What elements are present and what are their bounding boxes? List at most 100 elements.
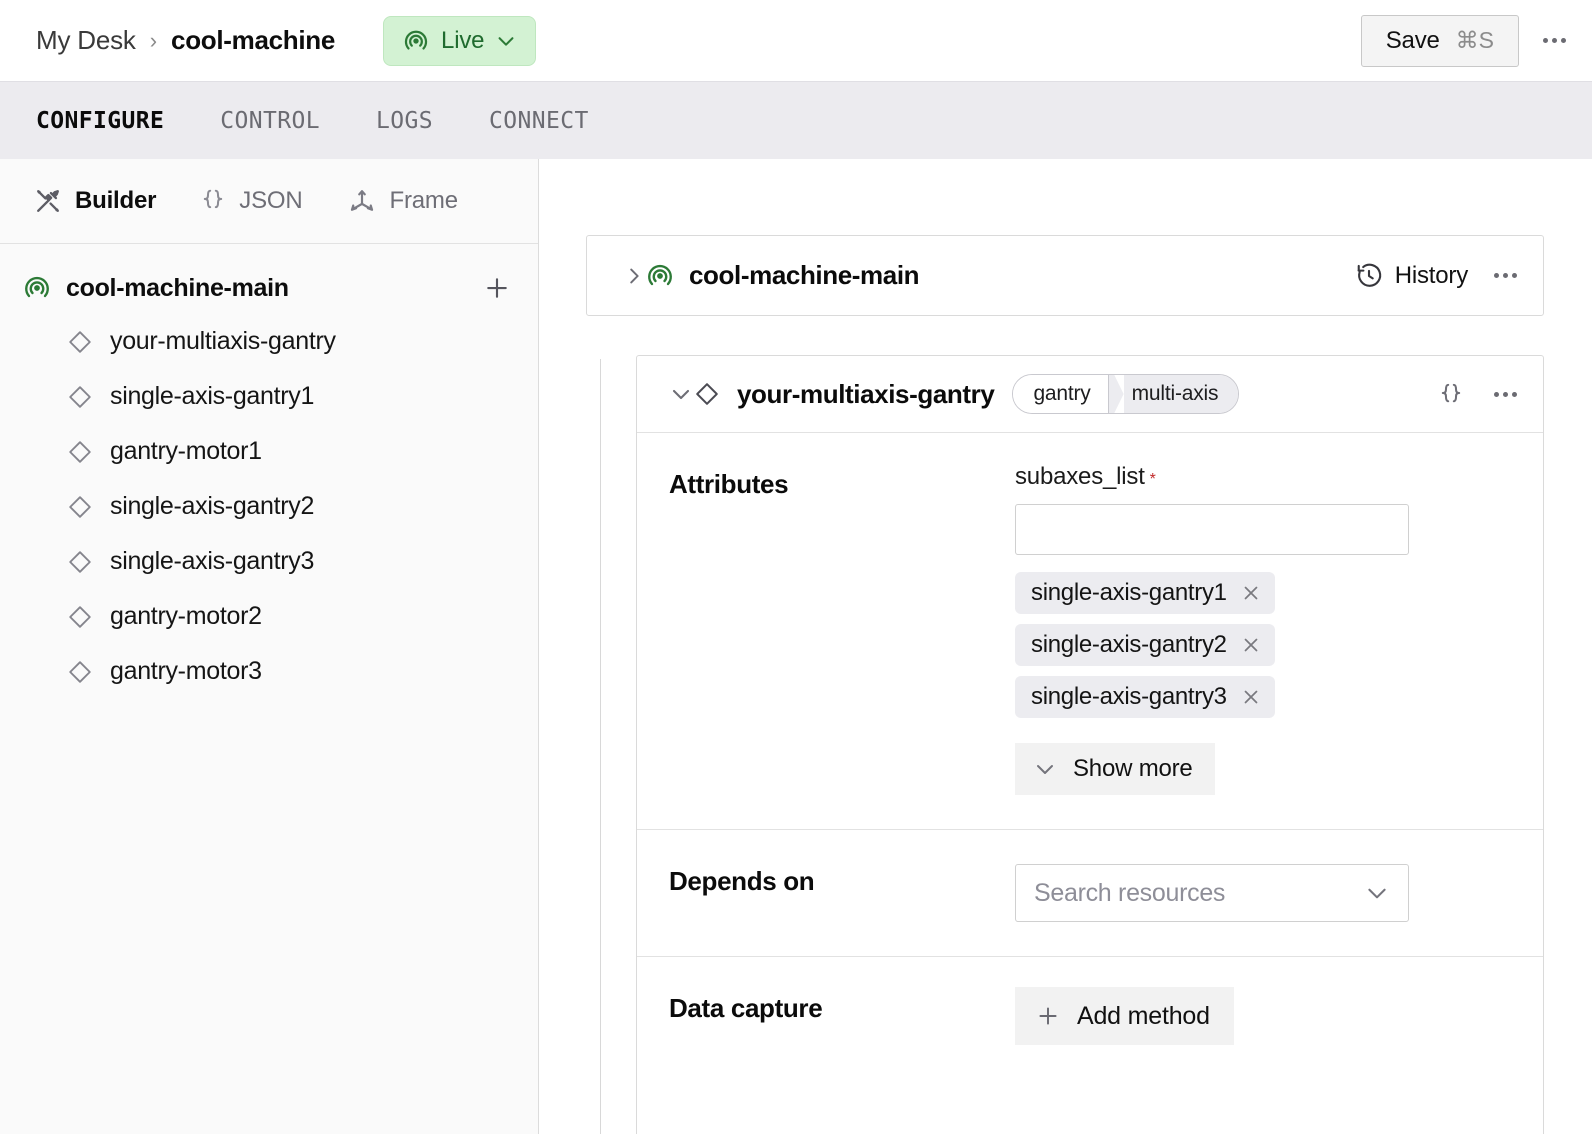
subaxes-list-field-label: subaxes_list* <box>1015 463 1511 491</box>
more-options-icon[interactable] <box>1539 30 1570 51</box>
sidebar-item-label: your-multiaxis-gantry <box>110 327 336 355</box>
depends-on-body: Search resources <box>1015 830 1543 956</box>
more-options-icon[interactable] <box>1490 265 1521 286</box>
chevron-down-icon[interactable] <box>669 382 693 406</box>
sidebar-item-label: gantry-motor1 <box>110 437 262 465</box>
braces-icon[interactable] <box>1438 380 1464 408</box>
show-more-label: Show more <box>1073 755 1193 782</box>
history-button[interactable]: History <box>1355 262 1468 290</box>
add-method-button[interactable]: Add method <box>1015 987 1234 1045</box>
sidebar-view-builder-label: Builder <box>75 187 157 214</box>
diamond-icon <box>66 548 94 576</box>
add-resource-icon[interactable] <box>480 271 514 305</box>
tree-root-machine[interactable]: cool-machine-main <box>0 262 538 314</box>
required-marker: * <box>1149 471 1156 488</box>
tab-control[interactable]: CONTROL <box>220 107 320 134</box>
broadcast-icon <box>402 27 430 55</box>
sidebar-item-label: single-axis-gantry2 <box>110 492 315 520</box>
resource-card-actions <box>1438 380 1521 408</box>
subaxes-chip-list: single-axis-gantry1 single-axis-gantry2 … <box>1015 572 1511 718</box>
close-icon[interactable] <box>1240 634 1262 656</box>
breadcrumb-root-link[interactable]: My Desk <box>36 25 136 55</box>
tab-configure[interactable]: CONFIGURE <box>36 107 165 134</box>
chevron-down-icon <box>1364 880 1390 906</box>
sidebar-item-gantry-motor3[interactable]: gantry-motor3 <box>0 644 538 699</box>
chip-label: single-axis-gantry1 <box>1031 579 1227 606</box>
chip-single-axis-gantry2[interactable]: single-axis-gantry2 <box>1015 624 1275 666</box>
live-status-badge[interactable]: Live <box>383 15 537 66</box>
resource-tree: cool-machine-main your-multiaxis-gantry … <box>0 244 538 699</box>
resource-card-header: your-multiaxis-gantry gantry multi-axis <box>637 356 1543 433</box>
sidebar-view-json-label: JSON <box>239 187 303 214</box>
breadcrumb: My Desk › cool-machine <box>36 25 335 56</box>
tab-connect[interactable]: CONNECT <box>488 107 589 134</box>
sidebar-view-frame-label: Frame <box>389 187 459 214</box>
save-button-label: Save <box>1385 26 1440 54</box>
chip-single-axis-gantry1[interactable]: single-axis-gantry1 <box>1015 572 1275 614</box>
top-bar: My Desk › cool-machine Live Save ⌘S <box>0 0 1592 81</box>
broadcast-icon <box>22 273 52 303</box>
machine-card-header: cool-machine-main History <box>586 235 1544 316</box>
resource-card: your-multiaxis-gantry gantry multi-axis … <box>636 355 1544 1134</box>
depends-on-row: Depends on Search resources <box>637 830 1543 957</box>
sidebar-view-builder[interactable]: Builder <box>34 187 156 215</box>
diamond-icon <box>66 438 94 466</box>
sidebar-item-your-multiaxis-gantry[interactable]: your-multiaxis-gantry <box>0 314 538 369</box>
sidebar-view-json[interactable]: JSON <box>200 187 303 215</box>
chip-single-axis-gantry3[interactable]: single-axis-gantry3 <box>1015 676 1275 718</box>
sidebar-view-frame[interactable]: Frame <box>347 187 458 215</box>
tree-connector-line <box>600 359 601 1134</box>
breadcrumb-separator-icon: › <box>149 27 158 53</box>
show-more-button[interactable]: Show more <box>1015 743 1215 795</box>
sidebar-item-single-axis-gantry2[interactable]: single-axis-gantry2 <box>0 479 538 534</box>
depends-on-placeholder: Search resources <box>1034 878 1226 907</box>
sidebar-item-gantry-motor2[interactable]: gantry-motor2 <box>0 589 538 644</box>
sidebar-item-single-axis-gantry3[interactable]: single-axis-gantry3 <box>0 534 538 589</box>
more-options-icon[interactable] <box>1490 384 1521 405</box>
diamond-icon <box>66 328 94 356</box>
main-content: cool-machine-main History <box>539 159 1592 1134</box>
save-button[interactable]: Save ⌘S <box>1360 14 1519 67</box>
axes-icon <box>347 187 377 215</box>
resource-type-pill: gantry <box>1013 375 1108 413</box>
chip-label: single-axis-gantry3 <box>1031 683 1227 710</box>
attributes-label: Attributes <box>669 469 789 499</box>
pill-divider-icon <box>1108 375 1124 413</box>
sidebar-item-label: gantry-motor2 <box>110 602 262 630</box>
chevron-right-icon[interactable] <box>623 265 645 287</box>
machine-card-actions: History <box>1355 262 1521 290</box>
chevron-down-icon <box>495 30 517 52</box>
diamond-icon <box>66 658 94 686</box>
plus-icon <box>1035 1003 1061 1029</box>
braces-icon <box>200 187 226 215</box>
data-capture-row: Data capture Add method <box>637 957 1543 1079</box>
resource-subtype-pill: multi-axis <box>1123 375 1239 413</box>
broadcast-icon <box>645 261 675 291</box>
machine-name: cool-machine-main <box>689 260 920 290</box>
history-label: History <box>1394 261 1468 289</box>
sidebar: Builder JSON F <box>0 159 539 1134</box>
close-icon[interactable] <box>1240 686 1262 708</box>
resource-type-breadcrumb[interactable]: gantry multi-axis <box>1012 374 1240 414</box>
diamond-icon <box>66 383 94 411</box>
tools-icon <box>34 187 62 215</box>
breadcrumb-current: cool-machine <box>171 25 336 55</box>
close-icon[interactable] <box>1240 582 1262 604</box>
add-method-label: Add method <box>1077 1001 1210 1030</box>
top-bar-actions: Save ⌘S <box>1360 14 1570 67</box>
sidebar-view-toolbar: Builder JSON F <box>0 159 538 244</box>
attribute-name: subaxes_list <box>1015 463 1145 490</box>
live-status-label: Live <box>441 26 485 54</box>
tree-root-label: cool-machine-main <box>66 273 289 302</box>
tab-logs[interactable]: LOGS <box>375 107 433 134</box>
sidebar-item-gantry-motor1[interactable]: gantry-motor1 <box>0 424 538 479</box>
sidebar-item-label: single-axis-gantry3 <box>110 547 315 575</box>
depends-on-search-select[interactable]: Search resources <box>1015 864 1409 922</box>
diamond-icon <box>66 603 94 631</box>
sidebar-item-label: single-axis-gantry1 <box>110 382 315 410</box>
sidebar-item-single-axis-gantry1[interactable]: single-axis-gantry1 <box>0 369 538 424</box>
diamond-icon <box>693 380 721 408</box>
save-shortcut-label: ⌘S <box>1455 27 1494 53</box>
diamond-icon <box>66 493 94 521</box>
subaxes-list-input[interactable] <box>1015 504 1409 555</box>
